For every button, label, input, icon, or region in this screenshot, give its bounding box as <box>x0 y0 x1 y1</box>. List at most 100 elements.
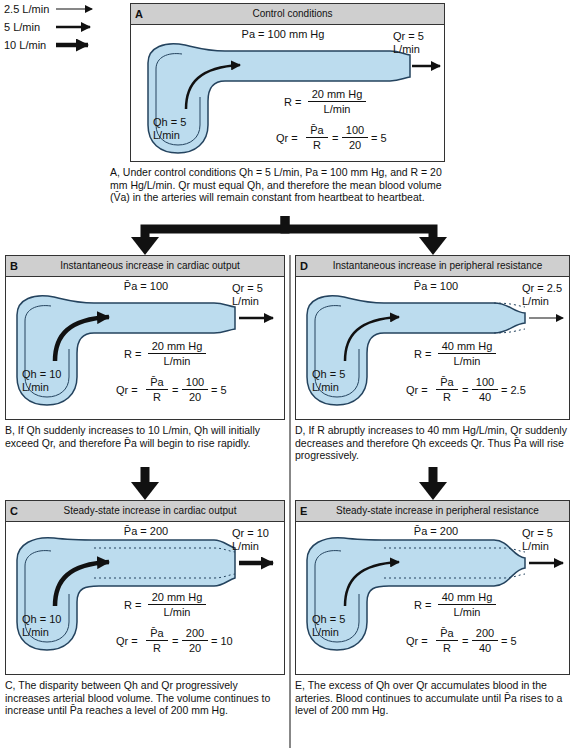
panel-title: Steady-state increase in peripheral resi… <box>310 505 565 517</box>
fraction-denominator: 20 <box>342 139 368 152</box>
fraction-denominator: R <box>306 139 328 152</box>
flow-arrow <box>285 216 447 255</box>
panel-title: Instantaneous increase in peripheral res… <box>310 260 565 272</box>
panel-frame: P̄a = 200Qr = 5 L/minQh = 5 L/minR =40 m… <box>295 500 570 675</box>
fraction-denominator: L/min <box>148 606 206 619</box>
inflow-label: Qh = 10 L/min <box>22 613 72 639</box>
formula-term: = 2.5 <box>501 384 526 397</box>
outflow-label: Qr = 5 L/min <box>522 527 570 553</box>
formula-term: R = <box>414 599 431 612</box>
formula-term: Qr = <box>116 635 138 648</box>
fraction-numerator: P̄a <box>436 627 458 641</box>
divider-line <box>290 255 291 748</box>
fraction-numerator: P̄a <box>146 627 168 641</box>
formula-term: Qr = <box>116 384 138 397</box>
fraction-denominator: R <box>436 391 458 404</box>
fraction-numerator: 20 mm Hg <box>148 591 206 605</box>
formula-term: = <box>172 384 178 397</box>
panel-frame: Pa = 100 mm HgQr = 5 L/minQh = 5 L/minR … <box>130 3 445 162</box>
fraction-numerator: 200 <box>472 627 498 641</box>
fraction-denominator: 40 <box>472 642 498 655</box>
panel: P̄a = 100Qr = 2.5 L/minQh = 5 L/minR =40… <box>295 255 570 467</box>
fraction-numerator: 100 <box>472 376 498 390</box>
inflow-label: Qh = 5 L/min <box>312 368 362 394</box>
pressure-label: P̄a = 100 <box>66 280 226 293</box>
caption: C, The disparity between Qh and Qr progr… <box>5 679 285 717</box>
arrow-head <box>131 237 159 255</box>
panel: P̄a = 200Qr = 10 L/minQh = 10 L/minR =20… <box>5 500 285 745</box>
panel-title: Instantaneous increase in cardiac output <box>20 260 280 272</box>
fraction-numerator: 20 mm Hg <box>148 340 206 354</box>
fraction-numerator: 100 <box>182 376 208 390</box>
fraction-denominator: R <box>146 391 168 404</box>
formula-term: = 5 <box>501 635 517 648</box>
fraction-denominator: 20 <box>182 642 208 655</box>
panel-header: BInstantaneous increase in cardiac outpu… <box>6 256 284 277</box>
fraction-denominator: L/min <box>148 355 206 368</box>
panel-letter: E <box>300 505 307 517</box>
caption: D, If R abruptly increases to 40 mm Hg/L… <box>295 424 570 462</box>
panel: P̄a = 200Qr = 5 L/minQh = 5 L/minR =40 m… <box>295 500 570 745</box>
pressure-label: P̄a = 200 <box>66 525 226 538</box>
arrow-shaft <box>141 467 150 483</box>
panel-letter: A <box>135 8 143 20</box>
fraction-numerator: P̄a <box>146 376 168 390</box>
formula-term: Qr = <box>406 635 428 648</box>
pressure-label: P̄a = 100 <box>356 280 516 293</box>
panel: P̄a = 100Qr = 5 L/minQh = 10 L/minR =20 … <box>5 255 285 467</box>
arrow-shaft <box>145 216 285 238</box>
fraction-numerator: P̄a <box>306 124 328 138</box>
panel-frame: P̄a = 100Qr = 5 L/minQh = 10 L/minR =20 … <box>5 255 285 420</box>
fraction-numerator: 20 mm Hg <box>308 88 366 102</box>
panel-header: AControl conditions <box>131 4 444 25</box>
legend-arrow <box>56 43 88 48</box>
outflow-label: Qr = 2.5 L/min <box>522 282 570 308</box>
caption: B, If Qh suddenly increases to 10 L/min,… <box>5 424 285 449</box>
panel-title: Steady-state increase in cardiac output <box>20 505 280 517</box>
inflow-label: Qh = 5 L/min <box>312 613 362 639</box>
panel: Pa = 100 mm HgQr = 5 L/minQh = 5 L/minR … <box>110 3 460 216</box>
formula-term: R = <box>414 348 431 361</box>
formula-term: Qr = <box>406 384 428 397</box>
fraction-denominator: L/min <box>438 355 496 368</box>
fraction-denominator: R <box>436 642 458 655</box>
panel-letter: C <box>10 505 18 517</box>
legend-label: 5 L/min <box>4 21 40 34</box>
panel-header: CSteady-state increase in cardiac output <box>6 501 284 522</box>
legend-arrow <box>56 26 90 29</box>
arrow-head <box>131 482 159 500</box>
formula-term: R = <box>284 96 301 109</box>
formula-term: R = <box>124 348 141 361</box>
formula-term: R = <box>124 599 141 612</box>
panel-title: Control conditions <box>145 8 440 20</box>
flow-arrow <box>419 467 447 500</box>
panel-letter: B <box>10 260 18 272</box>
outflow-label: Qr = 5 L/min <box>232 282 280 308</box>
panel-header: DInstantaneous increase in peripheral re… <box>296 256 569 277</box>
formula-term: = <box>172 635 178 648</box>
fraction-denominator: 20 <box>182 391 208 404</box>
formula-term: = <box>462 384 468 397</box>
fraction-numerator: 40 mm Hg <box>438 591 496 605</box>
fraction-numerator: 100 <box>342 124 368 138</box>
pressure-label: Pa = 100 mm Hg <box>203 28 363 41</box>
legend-label: 2.5 L/min <box>4 3 49 16</box>
formula-term: Qr = <box>276 132 298 145</box>
caption: E, The excess of Qh over Qr accumulates … <box>295 679 570 717</box>
arrow-shaft <box>285 216 433 238</box>
caption: A, Under control conditions Qh = 5 L/min… <box>110 166 460 204</box>
legend-label: 10 L/min <box>4 39 46 52</box>
fraction-numerator: 40 mm Hg <box>438 340 496 354</box>
formula-term: = 5 <box>211 384 227 397</box>
panel-letter: D <box>300 260 308 272</box>
arrow-head <box>419 237 447 255</box>
outflow-label: Qr = 10 L/min <box>232 527 280 553</box>
panel-frame: P̄a = 100Qr = 2.5 L/minQh = 5 L/minR =40… <box>295 255 570 420</box>
formula-term: = 10 <box>211 635 233 648</box>
inflow-label: Qh = 5 L/min <box>153 116 203 142</box>
formula-term: = <box>332 132 338 145</box>
flow-arrow <box>131 467 159 500</box>
fraction-denominator: R <box>146 642 168 655</box>
arrow-shaft <box>429 467 438 483</box>
arrow-head <box>419 482 447 500</box>
